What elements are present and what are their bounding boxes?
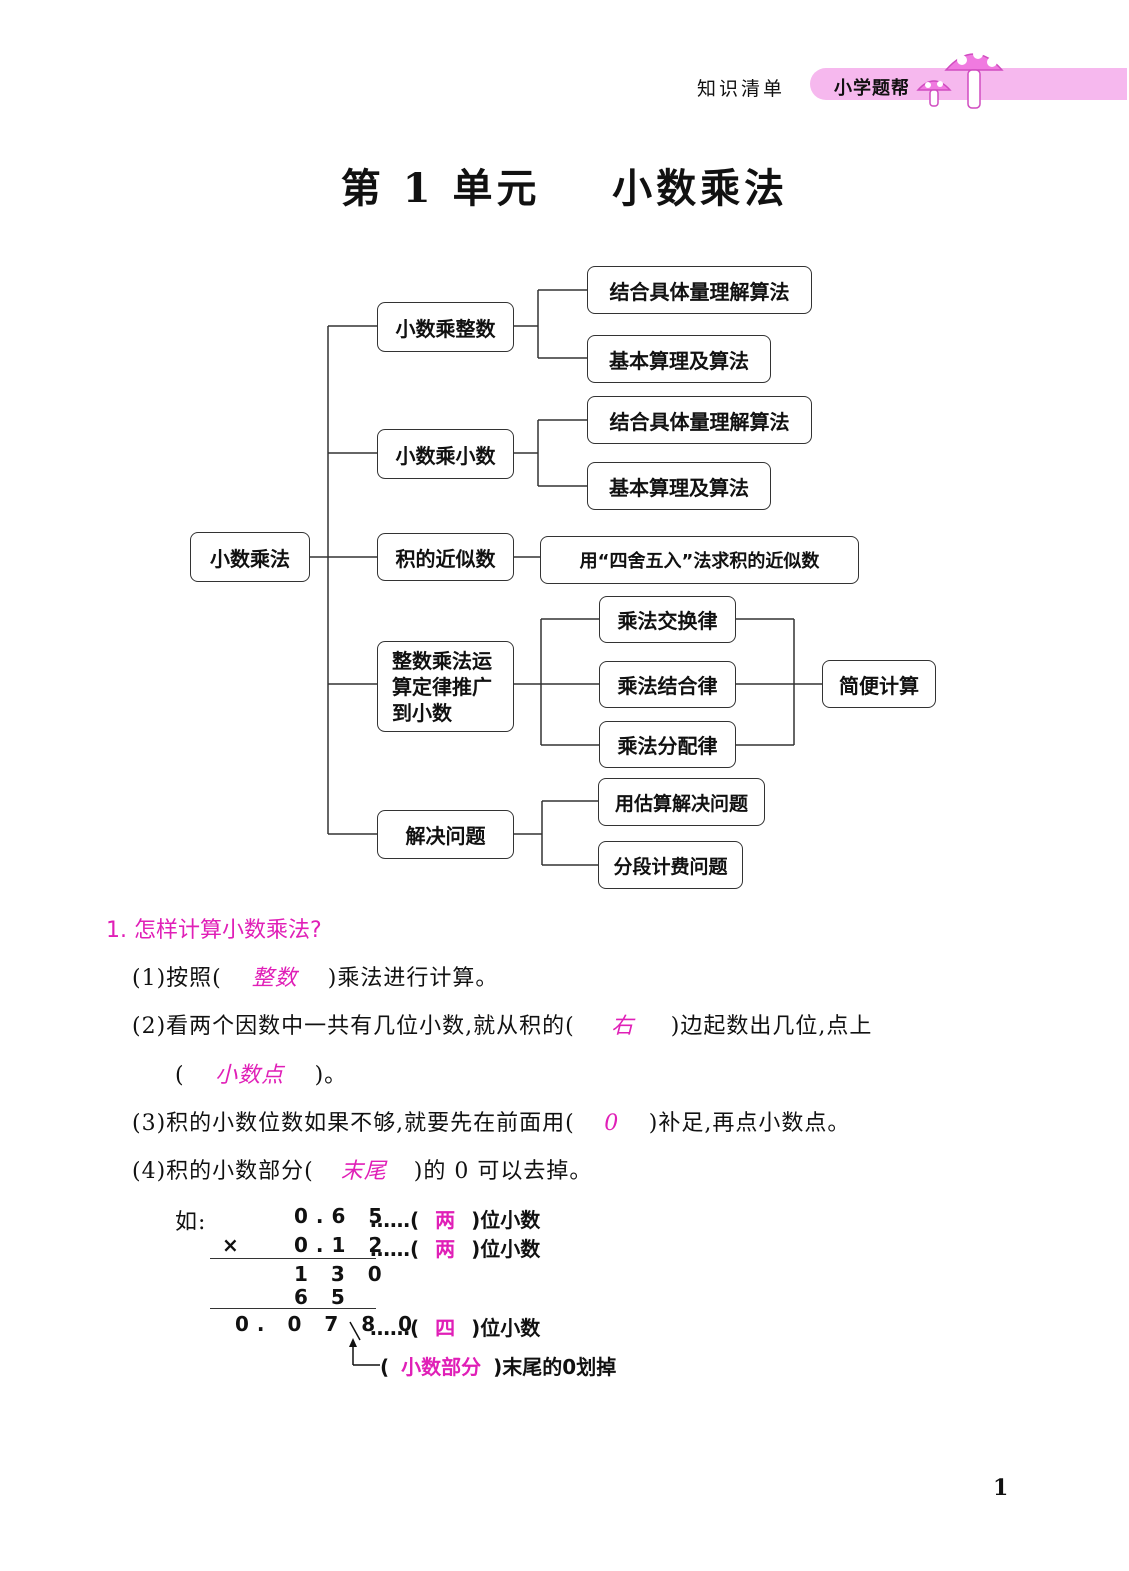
mindmap-branch-laws-extension: 整数乘法运 算定律推广 到小数	[377, 641, 514, 732]
rule-1-answer: 整数	[251, 966, 298, 991]
rule-2c-answer: 小数点	[215, 1063, 285, 1088]
mindmap-branch-problem-solving: 解决问题	[377, 810, 514, 859]
rule-4-text-a: (4)积的小数部分(	[132, 1159, 314, 1184]
annotation-1-suffix: )位小数	[471, 1208, 541, 1232]
mindmap-leaf-rounding: 用“四舍五入”法求积的近似数	[540, 536, 859, 584]
mindmap-branch-approximate-product: 积的近似数	[377, 533, 514, 581]
mindmap-leaf-distributive: 乘法分配律	[599, 721, 736, 768]
mindmap-branch-laws-line3: 到小数	[392, 700, 452, 725]
mindmap-leaf-concrete-understanding-2: 结合具体量理解算法	[587, 396, 812, 444]
annotation-2-suffix: )位小数	[471, 1237, 541, 1261]
rule-4-text-b: )的 0 可以去掉。	[413, 1159, 593, 1184]
annotation-bottom-answer: 小数部分	[401, 1355, 482, 1379]
rule-2-text-a: (2)看两个因数中一共有几位小数,就从积的(	[132, 1014, 575, 1039]
rule-2-text-b: )边起数出几位,点上	[670, 1014, 873, 1039]
annotation-3-suffix: )位小数	[471, 1316, 541, 1340]
rule-3-answer: 0	[604, 1111, 620, 1136]
mindmap-root: 小数乘法	[190, 532, 310, 582]
mindmap-branch-laws-line1: 整数乘法运	[392, 648, 492, 673]
header-section-label: 知识清单	[697, 78, 786, 100]
mindmap-branch-decimal-times-decimal: 小数乘小数	[377, 429, 514, 479]
rule-line-3: (3)积的小数位数如果不够,就要先在前面用( 0 )补足,再点小数点。	[132, 1105, 850, 1137]
mindmap-leaf-associative: 乘法结合律	[599, 661, 736, 708]
product: 0. 0 7 8 0	[235, 1312, 421, 1336]
annotation-3-answer: 四	[435, 1316, 456, 1340]
rule-1-text-a: (1)按照(	[132, 966, 222, 991]
rule-line-upper	[210, 1258, 376, 1259]
rule-2c-text-b: )。	[314, 1063, 348, 1088]
annotation-factor-1: ……( 两 )位小数	[370, 1204, 540, 1233]
rule-2c-text-a: (	[175, 1063, 185, 1088]
annotation-1-answer: 两	[435, 1208, 456, 1232]
rule-3-text-a: (3)积的小数位数如果不够,就要先在前面用(	[132, 1111, 575, 1136]
annotation-factor-2: ……( 两 )位小数	[370, 1233, 540, 1262]
mindmap-connectors	[310, 289, 822, 866]
page-number: 1	[993, 1475, 1009, 1501]
annotation-bottom-open: (	[380, 1355, 390, 1379]
partial-product-1: 1 3 0	[294, 1262, 390, 1286]
mushroom-icon	[916, 49, 1004, 109]
mindmap-leaf-basic-principle-2: 基本算理及算法	[587, 462, 771, 510]
mindmap-leaf-tiered-pricing: 分段计费问题	[598, 841, 743, 889]
annotation-product: ……( 四 )位小数	[370, 1312, 540, 1341]
mindmap-leaf-commutative: 乘法交换律	[599, 596, 736, 643]
rule-2-answer: 右	[611, 1014, 635, 1039]
rule-line-2-cont: ( 小数点 )。	[175, 1057, 347, 1089]
mindmap-leaf-concrete-understanding-1: 结合具体量理解算法	[587, 266, 812, 314]
annotation-3-dots: ……(	[370, 1316, 420, 1340]
rule-line-lower	[210, 1308, 376, 1309]
mindmap-result-simplified-calc: 简便计算	[822, 660, 936, 708]
times-sign: ×	[222, 1233, 239, 1257]
example-label: 如:	[175, 1210, 207, 1235]
partial-product-2: 6 5	[294, 1285, 353, 1309]
annotation-bottom: ( 小数部分 )末尾的0划掉	[380, 1351, 616, 1380]
header-brand-label: 小学题帮	[834, 78, 910, 99]
annotation-bottom-suffix: )末尾的0划掉	[493, 1355, 617, 1379]
factor-1: 0.6 5	[294, 1204, 391, 1228]
factor-2: 0.1 2	[294, 1233, 391, 1257]
rule-1-text-b: )乘法进行计算。	[327, 966, 499, 991]
rule-line-2: (2)看两个因数中一共有几位小数,就从积的( 右 )边起数出几位,点上	[132, 1008, 872, 1040]
question-title: 1. 怎样计算小数乘法?	[106, 918, 322, 943]
mindmap-branch-decimal-times-integer: 小数乘整数	[377, 302, 514, 352]
mindmap-leaf-basic-principle-1: 基本算理及算法	[587, 335, 771, 383]
annotation-2-dots: ……(	[370, 1237, 420, 1261]
rule-4-answer: 末尾	[340, 1159, 387, 1184]
mindmap-branch-laws-line2: 算定律推广	[392, 674, 492, 699]
mindmap-leaf-estimation: 用估算解决问题	[598, 778, 765, 826]
rule-line-1: (1)按照( 整数 )乘法进行计算。	[132, 960, 498, 992]
rule-line-4: (4)积的小数部分( 末尾 )的 0 可以去掉。	[132, 1153, 592, 1185]
strike-arrow	[349, 1321, 380, 1366]
rule-3-text-b: )补足,再点小数点。	[648, 1111, 851, 1136]
annotation-2-answer: 两	[435, 1237, 456, 1261]
annotation-1-dots: ……(	[370, 1208, 420, 1232]
page-title: 第 1 单元 小数乘法	[340, 165, 789, 212]
